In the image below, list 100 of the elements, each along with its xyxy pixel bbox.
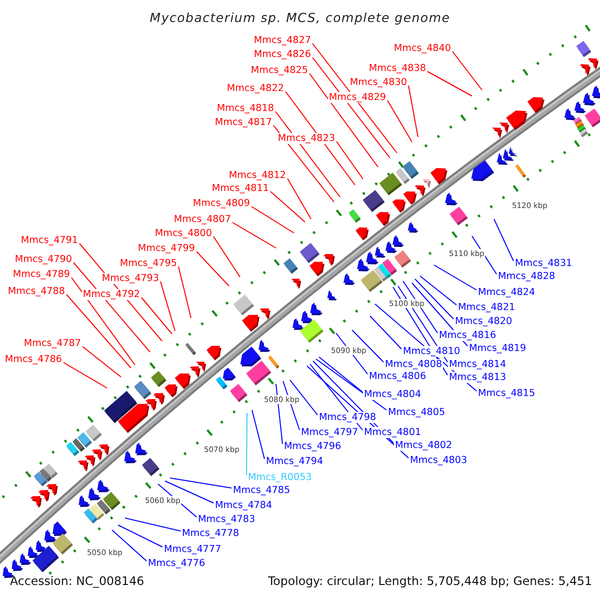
leader-line (285, 91, 356, 186)
leader-line (427, 71, 472, 96)
gene-label: Mmcs_4830 (348, 77, 408, 88)
gene-label: Mmcs_4785 (232, 485, 292, 496)
leader-line (251, 206, 294, 234)
leader-line (71, 277, 136, 366)
leader-line (494, 218, 514, 262)
gene-label: Mmcs_4803 (409, 455, 468, 466)
leader-line (318, 356, 363, 392)
leader-line (118, 524, 163, 548)
leader-line (472, 236, 497, 274)
gene-label: Mmcs_4820 (454, 316, 514, 327)
gene-label: Mmcs_4815 (477, 388, 536, 399)
leader-line (170, 478, 232, 488)
gene-label: Mmcs_4798 (318, 412, 378, 423)
gene-label: Mmcs_4786 (4, 354, 63, 365)
gene-label: Mmcs_4776 (147, 558, 206, 569)
leader-line (273, 125, 334, 202)
gene-label: Mmcs_4791 (20, 235, 79, 246)
leader-line (124, 518, 181, 532)
leader-line (270, 191, 306, 222)
accession-note: Accession: NC_008146 (10, 574, 144, 588)
leader-line (452, 51, 482, 90)
gene-label: Mmcs_4807 (172, 214, 232, 225)
leader-line (414, 278, 454, 320)
gene-label: Mmcs_4825 (250, 65, 309, 76)
gene-label: Mmcs_4827 (252, 35, 312, 46)
leader-line (276, 384, 283, 444)
gene-label: Mmcs_4828 (497, 271, 556, 282)
gene-label: Mmcs_4778 (181, 528, 240, 539)
gene-label: Mmcs_4800 (154, 228, 213, 239)
gene-label: Mmcs_4787 (22, 338, 82, 349)
gene-label: Mmcs_4802 (394, 440, 454, 451)
leader-line (387, 100, 412, 142)
gene-label: Mmcs_4838 (368, 63, 427, 74)
gene-label: Mmcs_4790 (14, 254, 73, 265)
leader-line (336, 141, 364, 180)
gene-label: Mmcs_4794 (265, 456, 324, 467)
gene-label: Mmcs_4826 (252, 49, 312, 60)
gene-label: Mmcs_4799 (136, 243, 196, 254)
gene-label: Mmcs_4811 (210, 183, 270, 194)
leader-line (112, 530, 147, 562)
gene-label: Mmcs_4805 (387, 407, 446, 418)
gene-label: Mmcs_4801 (363, 427, 422, 438)
leader-line (164, 480, 214, 504)
leader-line (178, 266, 192, 318)
gene-label: Mmcs_4788 (6, 286, 66, 297)
gene-label: Mmcs_4784 (214, 500, 274, 511)
gene-label: Mmcs_4804 (363, 389, 422, 400)
leader-line (246, 412, 248, 476)
gene-label: Mmcs_4789 (12, 269, 71, 280)
leader-line (213, 236, 240, 278)
leader-line (408, 85, 418, 138)
genome-summary-note: Topology: circular; Length: 5,705,448 bp; Genes: 5,451 (268, 574, 592, 588)
gene-label: Mmcs_4806 (368, 371, 428, 382)
leader-line (252, 410, 265, 460)
gene-label: Mmcs_4817 (214, 117, 273, 128)
leader-line (275, 111, 340, 198)
gene-label: Mmcs_4813 (448, 372, 508, 383)
gene-label: Mmcs_4812 (228, 170, 287, 181)
gene-label: Mmcs_4795 (118, 258, 178, 269)
gene-label: Mmcs_4808 (384, 359, 444, 370)
leader-line (290, 380, 318, 416)
leader-line (160, 281, 176, 332)
gene-label: Mmcs_4814 (448, 359, 508, 370)
gene-label: Mmcs_4783 (197, 514, 256, 525)
leader-line (316, 358, 387, 410)
gene-label: Mmcs_4821 (457, 302, 516, 313)
leader-line (370, 316, 402, 350)
gene-label: Mmcs_4829 (328, 92, 387, 103)
gene-label: Mmcs_4793 (100, 273, 160, 284)
leader-line (420, 276, 457, 306)
gene-label: Mmcs_4818 (216, 103, 275, 114)
leader-line (141, 297, 172, 334)
gene-label: Mmcs_4816 (438, 330, 498, 341)
gene-label: Mmcs_4823 (276, 133, 336, 144)
gene-label: Mmcs_4797 (300, 427, 360, 438)
leader-line (352, 330, 384, 362)
leader-line (232, 222, 276, 248)
gene-label: Mmcs_4809 (192, 198, 251, 209)
gene-label: Mmcs_4792 (82, 289, 141, 300)
gene-label: Mmcs_4822 (226, 83, 285, 94)
leader-line (82, 346, 122, 378)
gene-label: Mmcs_4831 (514, 258, 574, 269)
gene-label: Mmcs_4819 (468, 343, 528, 354)
leader-line (287, 178, 312, 220)
gene-label: Mmcs_R0053 (247, 472, 313, 483)
gene-label: Mmcs_4824 (477, 287, 536, 298)
leader-line (66, 294, 132, 368)
gene-label: Mmcs_4810 (402, 346, 462, 357)
gene-label: Mmcs_4796 (283, 441, 342, 452)
leader-line (196, 251, 230, 286)
leader-line (312, 57, 390, 158)
map-title: Mycobacterium sp. MCS, complete genome (150, 10, 450, 26)
gene-label: Mmcs_4840 (392, 43, 452, 54)
leader-line (434, 264, 477, 290)
leader-line (312, 43, 398, 154)
gene-label: Mmcs_4777 (163, 544, 222, 555)
leader-line (309, 73, 378, 168)
leader-line (73, 262, 150, 352)
